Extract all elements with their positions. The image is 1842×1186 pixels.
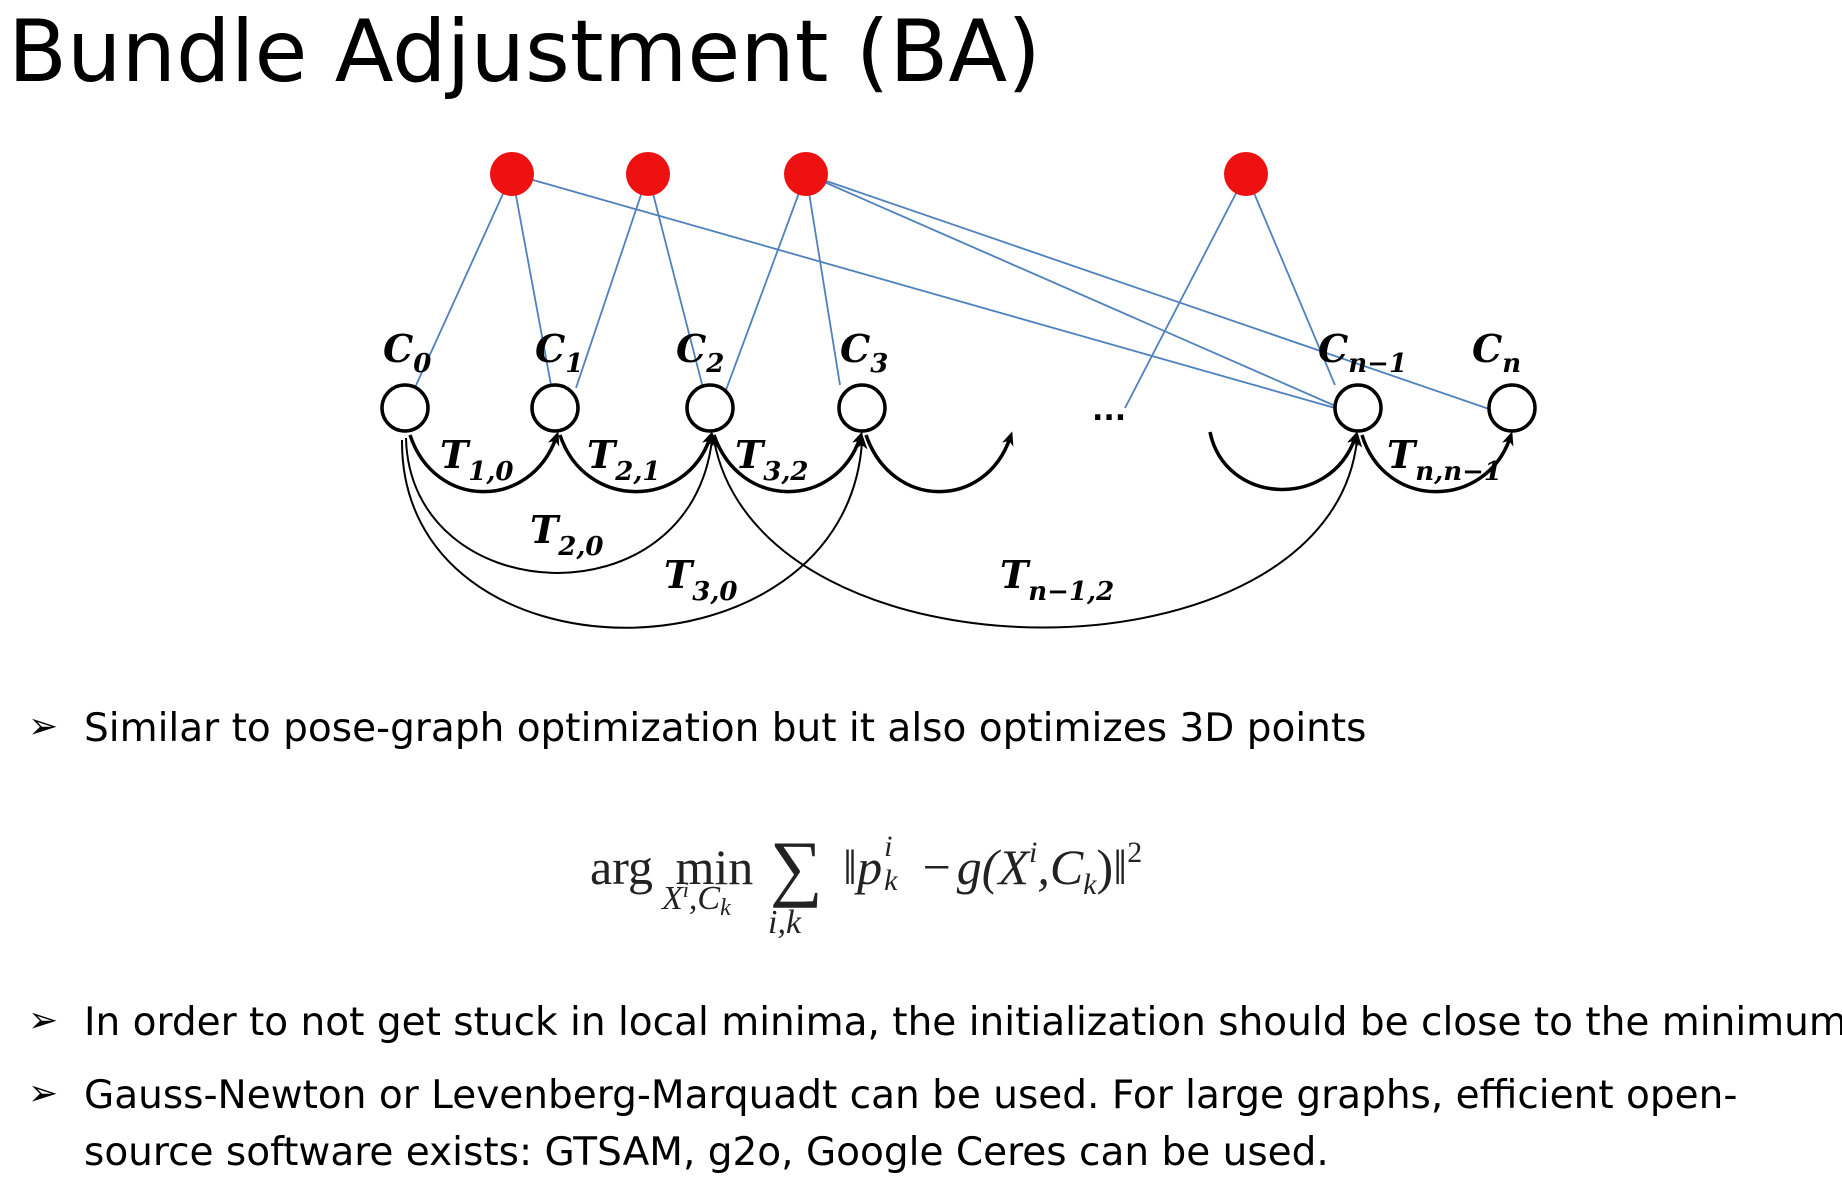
landmark-point [626,152,670,196]
arc-tn12 [713,433,1363,629]
camera-label-c0: C0 [383,326,431,379]
obs-p3-c3 [805,173,841,386]
transform-label-t21: T2,1 [587,432,661,487]
obs-p1-cn1 [511,173,1336,409]
formula-p-sub: k [884,864,898,897]
bundle-adjustment-diagram: ... C0 C1 C2 C3 Cn−1 Cn T1,0 T2,1 T3,2 T… [380,152,1537,629]
camera-node-c3 [837,383,887,433]
camera-label-c3: C3 [840,326,888,379]
transform-labels: T1,0 T2,1 T3,2 Tn,n−1 T2,0 T3,0 Tn−1,2 [440,432,1502,607]
formula-p: p [857,839,883,895]
landmark-point [1224,152,1268,196]
formula-sum-symbol: ∑ [769,827,823,909]
transform-label-tnn1: Tn,n−1 [1387,432,1502,487]
obs-p4-ellipsis [1124,173,1247,409]
transform-label-t30: T3,0 [664,552,738,607]
slide-title: Bundle Adjustment (BA) [8,2,1041,102]
obs-p3-cn1 [805,173,1341,409]
landmark-point [784,152,828,196]
obs-p3-c2 [725,173,807,391]
transform-label-t32: T3,2 [735,432,809,487]
formula-min-subscript: Xi,Ck [662,877,731,921]
arc-tn1 [1208,431,1359,492]
arc-t32 [712,431,864,494]
formula-g-sub: k [1083,868,1097,901]
formula-square: 2 [1127,836,1143,869]
transform-label-tn12: Tn−1,2 [1000,552,1114,607]
formula-g: g(X [956,839,1029,895]
camera-nodes [380,383,1537,433]
obs-p3-cn [805,173,1493,411]
landmark-point [490,152,534,196]
transform-label-t10: T1,0 [440,432,514,487]
arc-t43 [864,431,1014,494]
formula-norm-open: ‖ [843,839,858,895]
formula-arg: arg [590,839,653,895]
bullet-3-text-line2: source software exists: GTSAM, g2o, Goog… [84,1130,1329,1175]
camera-label-cn1: Cn−1 [1318,326,1407,379]
camera-node-c2 [685,383,735,433]
bullet-2-text: In order to not get stuck in local minim… [84,1000,1842,1045]
landmark-points [490,152,1268,196]
arrow-bullet-icon: ➢ [28,706,59,747]
camera-node-cn1 [1333,383,1383,433]
camera-label-c1: C1 [535,326,583,379]
bullet-1-text: Similar to pose-graph optimization but i… [84,706,1367,751]
obs-p2-c1 [575,173,649,389]
camera-label-cn: Cn [1472,326,1521,379]
formula-sum-subscript: i,k [768,904,802,941]
camera-node-c1 [530,383,580,433]
formula-g-sup: i [1028,836,1038,869]
arc-t21 [558,431,714,494]
observation-lines [412,173,1493,411]
formula-minus: − [922,839,951,895]
loop-transforms [400,433,1363,629]
camera-node-cn [1487,383,1537,433]
consecutive-transforms [408,431,1514,494]
obs-p1-c1 [511,173,552,386]
arrow-bullet-icon: ➢ [28,1073,59,1114]
camera-label-c2: C2 [676,326,724,379]
formula-p-sup: i [884,830,893,863]
arc-t10 [408,431,560,494]
arc-tnn1 [1360,431,1514,494]
arc-t20 [405,433,718,574]
formula-min: min [675,839,754,895]
formula-close: )‖ [1096,839,1128,895]
bullet-3-text-line1: Gauss-Newton or Levenberg-Marquadt can b… [84,1073,1738,1118]
transform-label-t20: T2,0 [530,507,604,562]
arc-t30 [400,435,868,629]
camera-labels: C0 C1 C2 C3 Cn−1 Cn [383,326,1521,379]
arrow-bullet-icon: ➢ [28,1000,59,1041]
obs-p4-cn1 [1245,173,1336,386]
obs-p1-c0 [412,173,513,393]
camera-node-c0 [380,383,430,433]
formula-g-mid: ,C [1037,839,1084,895]
obs-p2-c2 [647,173,704,389]
cameras-ellipsis: ... [1092,393,1126,428]
